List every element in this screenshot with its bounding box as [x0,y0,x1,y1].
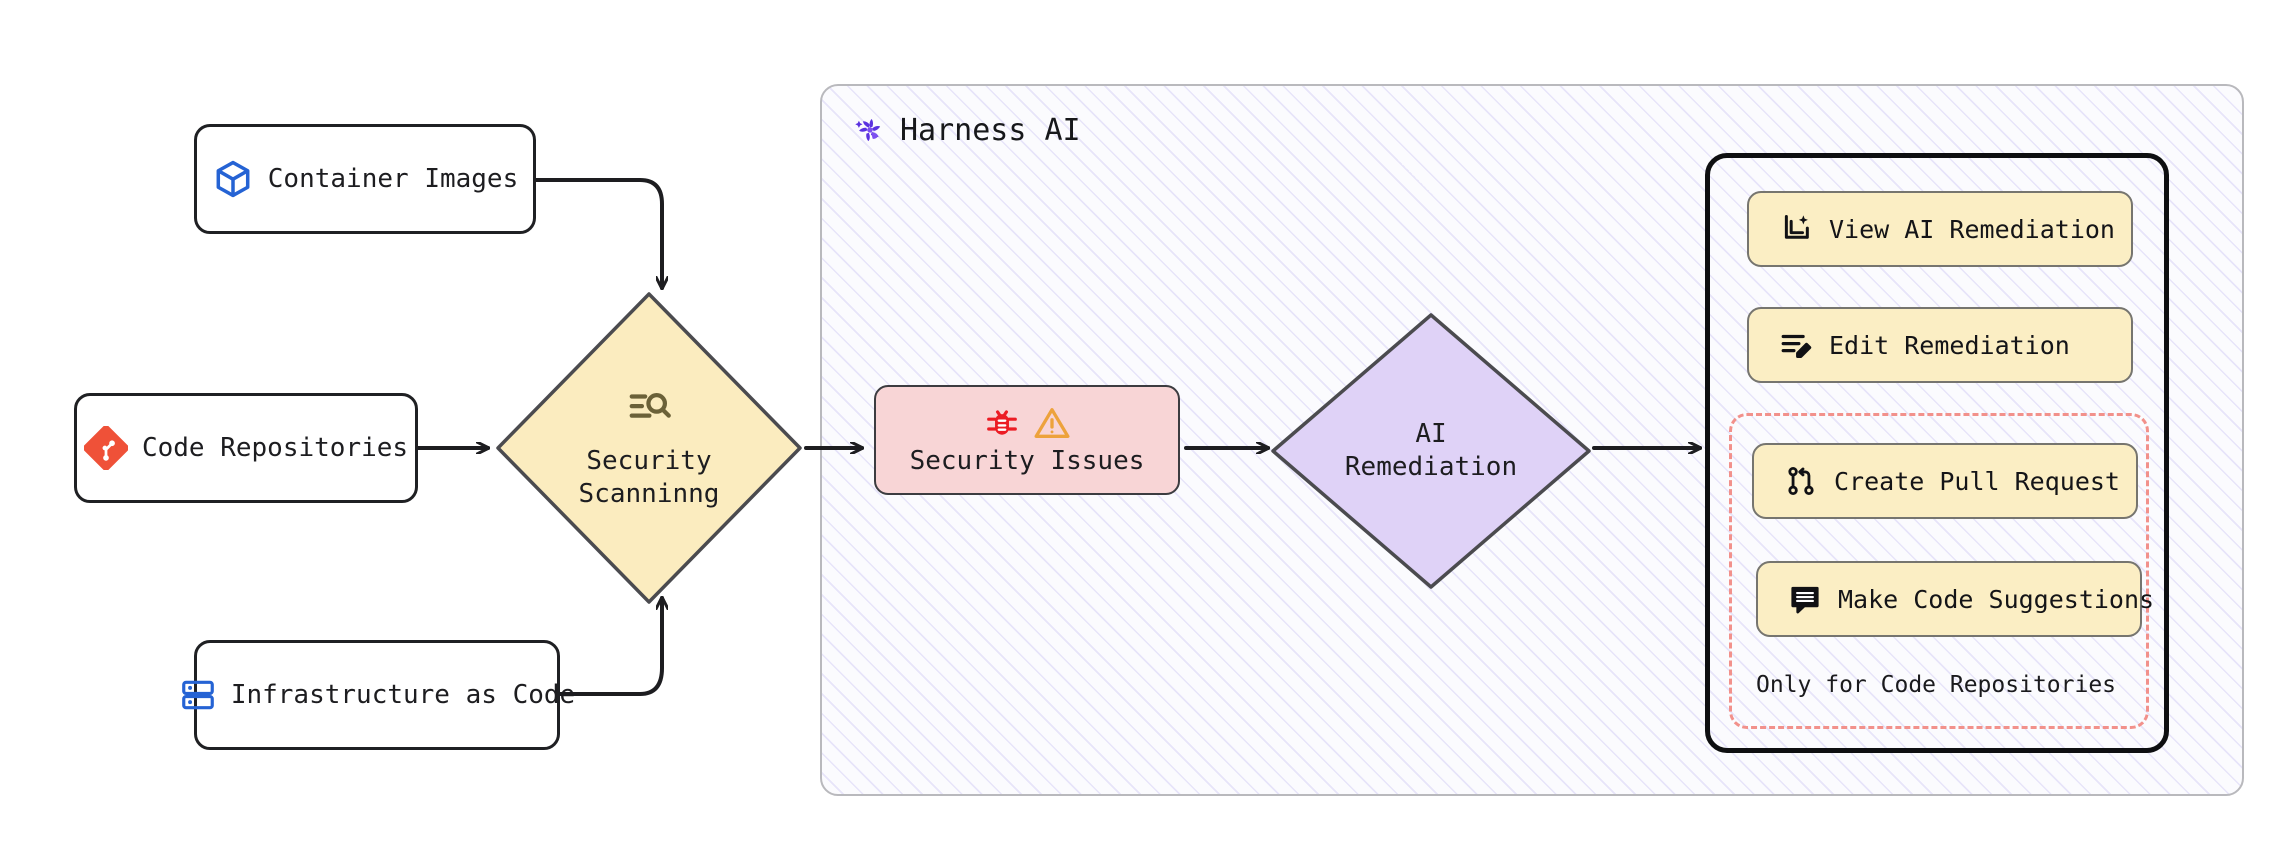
harness-ai-title: Harness AI [852,112,1081,148]
server-stack-icon [179,676,217,714]
node-code-repositories[interactable]: Code Repositories [74,393,418,503]
action-make-code-suggestions[interactable]: Make Code Suggestions [1756,561,2154,637]
node-container-images[interactable]: Container Images [194,124,536,234]
action-create-pull-request[interactable]: Create Pull Request [1752,443,2138,519]
harness-ai-title-text: Harness AI [900,112,1081,148]
lines-pencil-icon [1779,328,1813,362]
warning-triangle-icon [1033,404,1071,442]
code-repository-only-caption: Only for Code Repositories [1756,672,2117,698]
node-infrastructure-as-code-label: Infrastructure as Code [230,680,576,710]
security-issues-icons [983,404,1071,442]
bug-icon [983,404,1021,442]
cube-icon [212,158,254,200]
node-ai-remediation[interactable]: AI Remediation [1268,310,1594,592]
node-container-images-label: Container Images [267,164,519,194]
action-edit-remediation[interactable]: Edit Remediation [1747,307,2133,383]
harness-pinwheel-icon [852,112,888,148]
code-repository-only-group [1729,413,2149,729]
action-view-ai-remediation-label: View AI Remediation [1829,214,2115,244]
action-edit-remediation-label: Edit Remediation [1829,330,2070,360]
action-create-pull-request-label: Create Pull Request [1834,466,2120,496]
ai-remediation-shape [1271,313,1591,589]
arrow-container-images-to-scanning [533,178,662,290]
node-code-repositories-label: Code Repositories [141,433,409,463]
comment-lines-icon [1788,582,1822,616]
arrow-iac-to-scanning [558,596,662,696]
node-security-scanning[interactable]: Security Scanninng [492,288,806,608]
git-icon [83,426,128,470]
action-make-code-suggestions-label: Make Code Suggestions [1838,584,2155,614]
document-sparkle-icon [1779,212,1813,246]
security-scanning-shape [496,292,802,604]
action-view-ai-remediation[interactable]: View AI Remediation [1747,191,2133,267]
git-pull-request-icon [1784,464,1818,498]
node-infrastructure-as-code[interactable]: Infrastructure as Code [181,640,575,750]
node-security-issues[interactable]: Security Issues [874,385,1180,495]
actions-panel [1705,153,2169,753]
node-security-issues-label: Security Issues [909,446,1145,476]
